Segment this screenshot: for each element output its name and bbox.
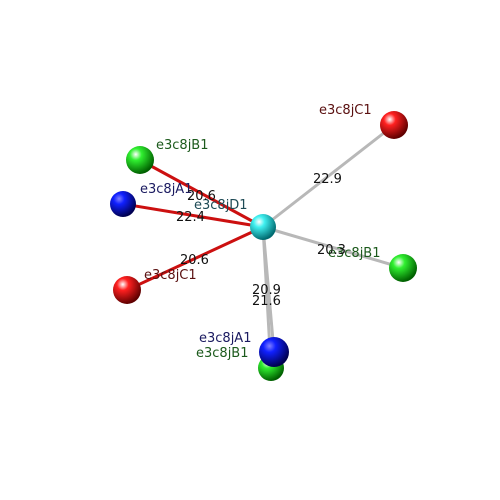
center-atom-sphere bbox=[250, 214, 276, 240]
atom-labels: e3c8jC1 e3c8jB1 e3c8jA1 e3c8jB1 e3c8jC1 … bbox=[140, 103, 381, 361]
atom-label-c1-top-right: e3c8jC1 bbox=[319, 103, 372, 118]
atom-label-a1-bottom: e3c8jA1 bbox=[199, 331, 251, 346]
bond-to-a1-left bbox=[121, 202, 265, 229]
atom-sphere-b1-right bbox=[389, 254, 417, 282]
distance-label-b1-bottom: 21.6 bbox=[252, 294, 281, 309]
bond-to-c1-top-right bbox=[261, 123, 396, 229]
distance-label-c1-top-right: 22.9 bbox=[313, 172, 342, 187]
bond-to-a1-bottom bbox=[261, 225, 276, 354]
atom-sphere-a1-left bbox=[110, 191, 136, 217]
distance-labels: 22.9 20.6 22.4 20.3 20.6 21.6 20.9 bbox=[176, 172, 346, 309]
distance-label-c1-left: 20.6 bbox=[180, 253, 209, 268]
bond-to-b1-right bbox=[261, 225, 405, 270]
distance-label-b1-right: 20.3 bbox=[317, 243, 346, 258]
distance-label-a1-bottom: 20.9 bbox=[252, 283, 281, 298]
distance-label-a1-left: 22.4 bbox=[176, 210, 205, 225]
atom-label-b1-bottom: e3c8jB1 bbox=[196, 346, 249, 361]
atom-label-b1-top-left: e3c8jB1 bbox=[156, 138, 209, 153]
atom-label-a1-left: e3c8jA1 bbox=[140, 182, 192, 197]
distance-label-b1-top-left: 20.6 bbox=[187, 189, 216, 204]
bonds bbox=[121, 123, 405, 370]
atom-label-c1-left: e3c8jC1 bbox=[144, 268, 197, 283]
atom-sphere-a1-bottom bbox=[259, 337, 289, 367]
bond-to-c1-left bbox=[125, 225, 265, 292]
atoms bbox=[110, 111, 417, 381]
atom-label-b1-right: e3c8jB1 bbox=[328, 246, 381, 261]
bond-to-b1-top-left bbox=[138, 158, 265, 229]
atom-sphere-b1-top-left bbox=[126, 146, 154, 174]
center-atom-label: e3c8jD1 bbox=[194, 198, 248, 213]
atom-sphere-c1-left bbox=[113, 276, 141, 304]
atom-sphere-c1-top-right bbox=[380, 111, 408, 139]
